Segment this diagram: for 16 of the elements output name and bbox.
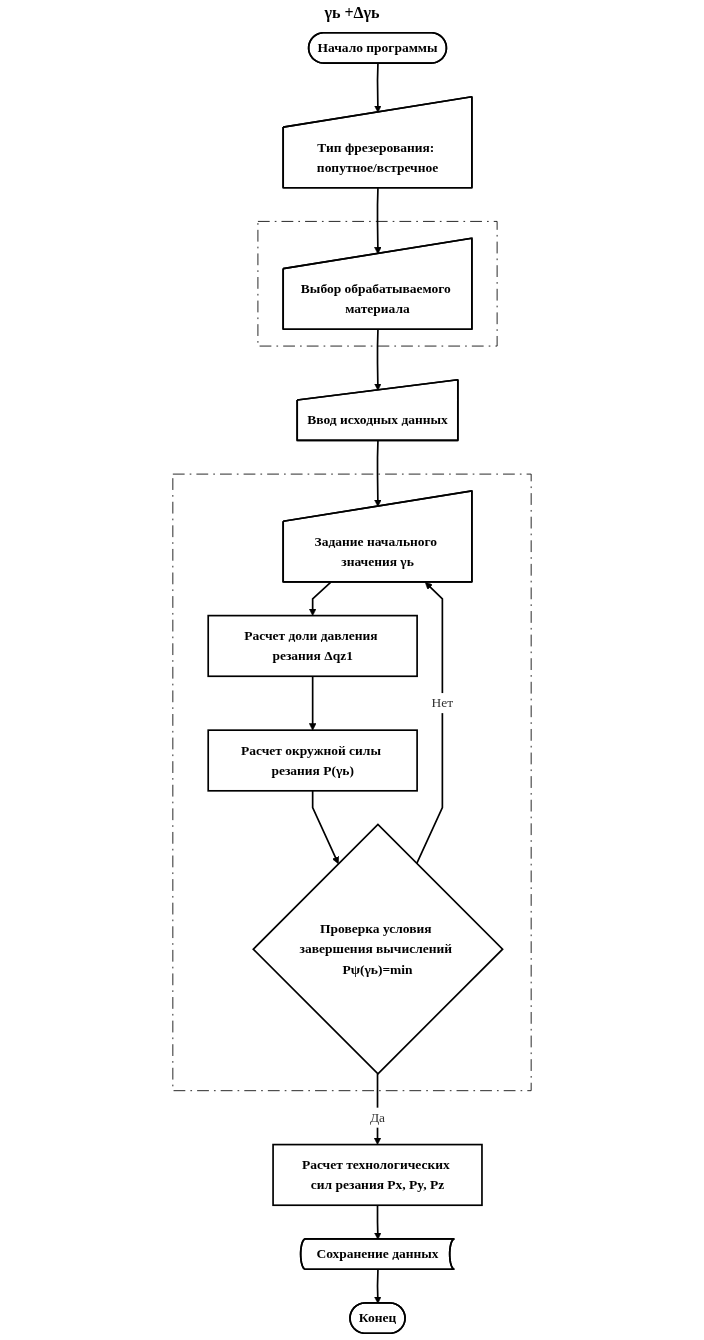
arrow (415, 582, 444, 865)
cluster (257, 221, 498, 347)
arrow (311, 790, 339, 864)
cluster (172, 473, 532, 1092)
edge-label: Нет (431, 695, 454, 710)
node-box: Расчет технологических сил резания Px, Py, Pz (272, 1143, 483, 1207)
arrow (308, 675, 317, 731)
node-box: Расчет доли давления резания Δqz1 (207, 614, 418, 678)
arrow (374, 62, 382, 113)
node-diamond: Проверка условия завершения вычислений Pψ(γь)=min (252, 823, 504, 1075)
arrow (374, 187, 382, 255)
node-box: Расчет окружной силы резания P(γь) (207, 729, 418, 792)
arrow (374, 440, 382, 507)
arrow (308, 581, 332, 616)
edge-label: Да (369, 1110, 386, 1125)
loop-increment-label: γь +Δγь (324, 4, 380, 21)
